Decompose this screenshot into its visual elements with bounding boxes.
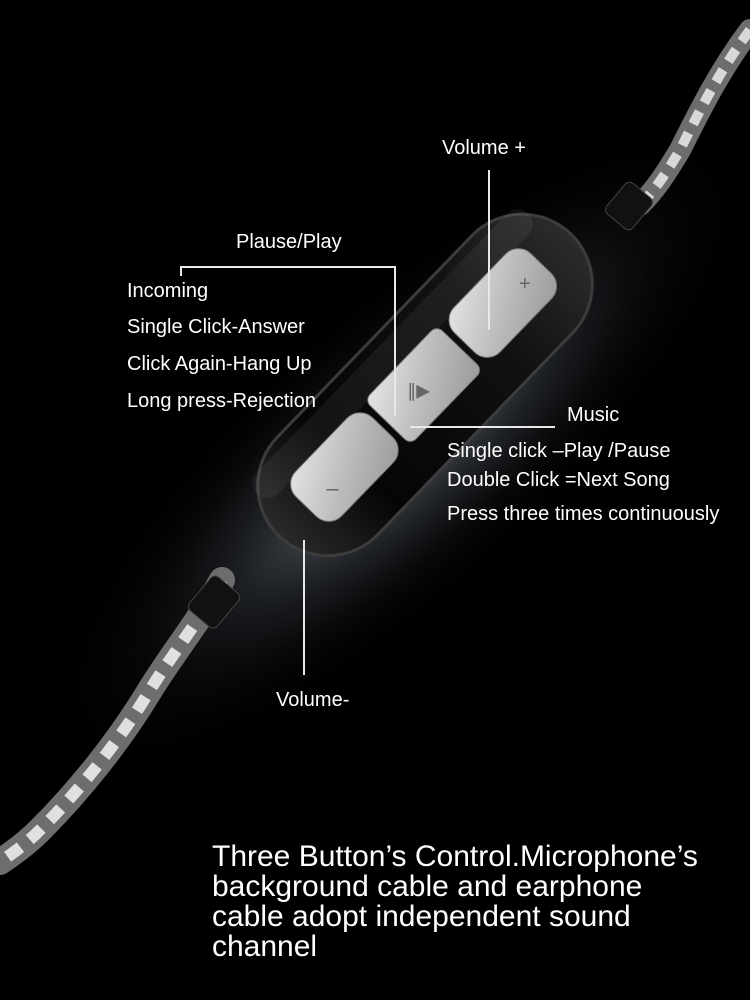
- volume-minus-label: Volume-: [276, 689, 350, 711]
- volume-plus-button[interactable]: [442, 241, 564, 365]
- play-pause-button[interactable]: [364, 325, 482, 444]
- play-pause-icon: ‖▶: [407, 380, 430, 401]
- caption-line-3: cable adopt independent sound: [212, 900, 631, 933]
- music-label: Music: [567, 404, 620, 426]
- cable-icon: [0, 19, 750, 875]
- leader-pause-play: [180, 266, 394, 268]
- press-three-times-label: Press three times continuously: [447, 503, 720, 525]
- volume-minus-button[interactable]: [283, 405, 405, 529]
- volume-plus-label: Volume +: [442, 137, 526, 159]
- plus-icon: +: [519, 273, 531, 295]
- caption-line-2: background cable and earphone: [212, 870, 643, 903]
- caption-line-1: Three Button’s Control.Microphone’s: [212, 840, 698, 873]
- incoming-label: Incoming: [127, 280, 209, 302]
- leader-pause-play-drop: [394, 266, 396, 416]
- long-press-rejection-label: Long press-Rejection: [127, 390, 316, 412]
- remote-control: – ‖▶ +: [252, 209, 594, 558]
- leader-volume-minus: [303, 540, 305, 675]
- leader-pause-play-tick: [180, 266, 182, 276]
- click-again-hang-up-label: Click Again-Hang Up: [127, 353, 312, 375]
- caption-line-4: channel: [212, 930, 318, 963]
- leader-music: [410, 426, 555, 428]
- single-click-play-pause-label: Single click –Play /Pause: [447, 440, 671, 462]
- leader-volume-plus: [488, 170, 490, 330]
- product-caption: Three Button’s Control.Microphone’s back…: [212, 842, 742, 962]
- minus-icon: –: [326, 476, 339, 501]
- single-click-answer-label: Single Click-Answer: [127, 316, 305, 338]
- pause-play-label: Plause/Play: [236, 231, 342, 253]
- double-click-next-song-label: Double Click =Next Song: [447, 469, 670, 491]
